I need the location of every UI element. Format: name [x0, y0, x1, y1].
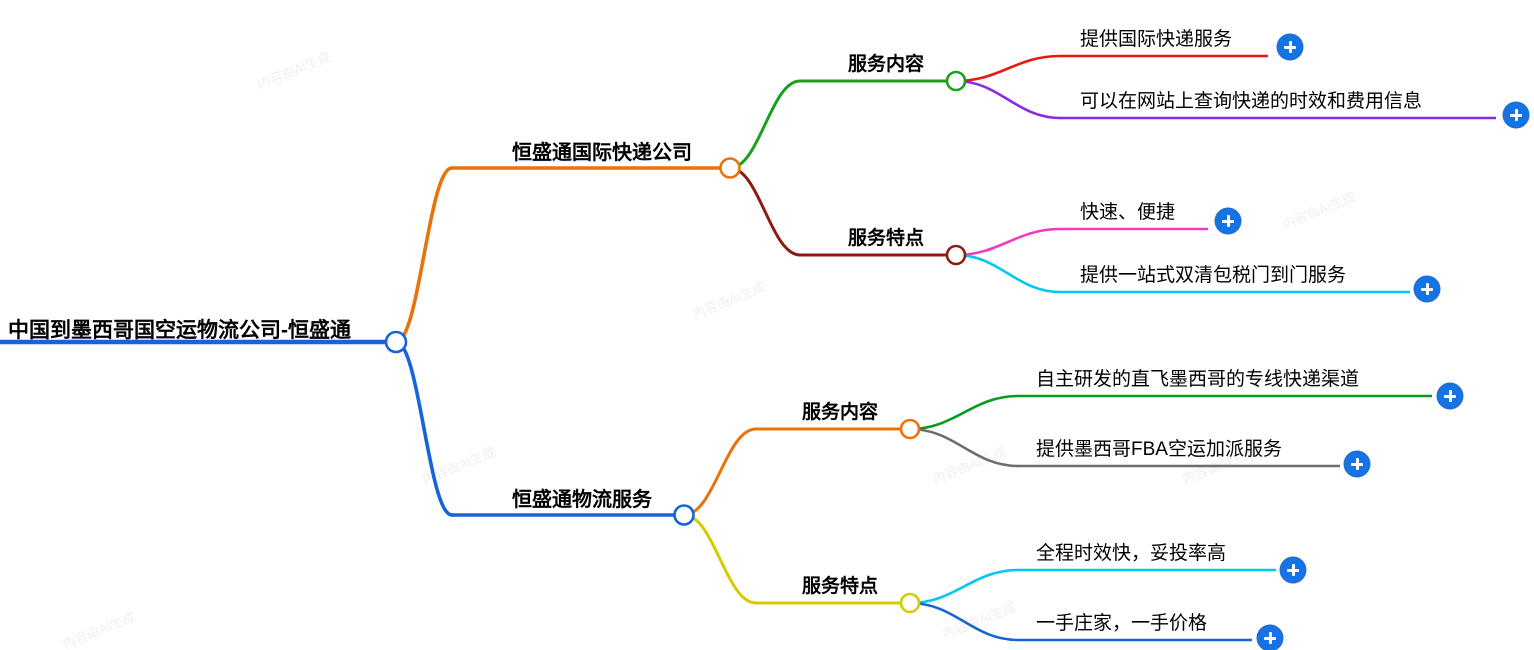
edge-branch-logistics-service-to-topic-logistics-service-features	[682, 513, 758, 605]
edge-topic-logistics-service-features-to-leaf-fast-delivery-rate	[908, 568, 1020, 605]
edge-topic-express-service-features-to-leaf-fast-convenient	[954, 227, 1062, 257]
edge-topic-logistics-service-content-to-leaf-mexico-fba	[908, 427, 1020, 468]
label-topic-logistics-service-features[interactable]: 服务特点	[802, 576, 879, 597]
watermark-text: 内容由AI生成	[690, 278, 768, 322]
label-leaf-first-hand-price[interactable]: 一手庄家，一手价格	[1036, 613, 1208, 634]
label-leaf-direct-mexico-line[interactable]: 自主研发的直飞墨西哥的专线快递渠道	[1036, 369, 1360, 390]
edge-branch-logistics-service-to-topic-logistics-service-content	[682, 427, 758, 517]
edge-topic-express-service-content-to-leaf-website-query	[954, 79, 1062, 120]
label-leaf-website-query[interactable]: 可以在网站上查询快递的时效和费用信息	[1080, 91, 1423, 112]
watermark-text: 内容由AI生成	[255, 48, 333, 92]
label-leaf-fast-convenient[interactable]: 快速、便捷	[1080, 202, 1176, 223]
node-circle-topic-logistics-service-features[interactable]	[899, 592, 921, 614]
expand-button-leaf-international-express[interactable]	[1278, 35, 1302, 59]
root-node-label[interactable]: 中国到墨西哥国空运物流公司-恒盛通	[8, 319, 351, 342]
expand-button-leaf-fast-delivery-rate[interactable]	[1281, 558, 1305, 582]
label-leaf-mexico-fba[interactable]: 提供墨西哥FBA空运加派服务	[1036, 439, 1282, 460]
edge-branch-express-company-to-topic-express-service-features	[728, 166, 802, 257]
expand-button-leaf-website-query[interactable]	[1504, 103, 1528, 127]
expand-button-leaf-first-hand-price[interactable]	[1258, 626, 1282, 650]
node-circle-root[interactable]	[384, 330, 408, 354]
node-circle-topic-express-service-features[interactable]	[945, 244, 967, 266]
node-circle-branch-logistics-service[interactable]	[673, 504, 695, 526]
label-branch-logistics-service[interactable]: 恒盛通物流服务	[512, 489, 652, 511]
label-topic-logistics-service-content[interactable]: 服务内容	[802, 402, 879, 423]
node-circle-topic-logistics-service-content[interactable]	[899, 418, 921, 440]
watermark-text: 内容由AI生成	[1280, 188, 1358, 232]
label-leaf-international-express[interactable]: 提供国际快递服务	[1080, 29, 1233, 50]
label-leaf-one-stop-ddp[interactable]: 提供一站式双清包税门到门服务	[1080, 265, 1347, 286]
edge-branch-express-company-to-topic-express-service-content	[728, 79, 802, 170]
edge-topic-logistics-service-features-to-leaf-first-hand-price	[908, 601, 1020, 642]
watermark-text: 内容由AI生成	[940, 598, 1018, 642]
label-topic-express-service-content[interactable]: 服务内容	[848, 54, 925, 75]
watermark-text: 内容由AI生成	[420, 443, 498, 487]
watermark-text: 内容由AI生成	[930, 443, 1008, 487]
label-topic-express-service-features[interactable]: 服务特点	[848, 228, 925, 249]
label-leaf-fast-delivery-rate[interactable]: 全程时效快，妥投率高	[1036, 543, 1227, 564]
expand-button-leaf-direct-mexico-line[interactable]	[1438, 384, 1462, 408]
edge-topic-express-service-content-to-leaf-international-express	[954, 54, 1062, 83]
label-branch-express-company[interactable]: 恒盛通国际快递公司	[512, 142, 692, 164]
expand-button-leaf-fast-convenient[interactable]	[1216, 209, 1240, 233]
expand-button-leaf-mexico-fba[interactable]	[1345, 452, 1369, 476]
edge-topic-express-service-features-to-leaf-one-stop-ddp	[954, 253, 1062, 294]
edge-root-to-branch-express-company	[394, 166, 454, 344]
edge-root-to-branch-logistics-service	[394, 340, 454, 517]
node-circle-branch-express-company[interactable]	[719, 157, 741, 179]
expand-button-leaf-one-stop-ddp[interactable]	[1415, 277, 1439, 301]
edge-topic-logistics-service-content-to-leaf-direct-mexico-line	[908, 394, 1020, 431]
node-circle-topic-express-service-content[interactable]	[945, 70, 967, 92]
watermark-text: 内容由AI生成	[60, 608, 138, 650]
